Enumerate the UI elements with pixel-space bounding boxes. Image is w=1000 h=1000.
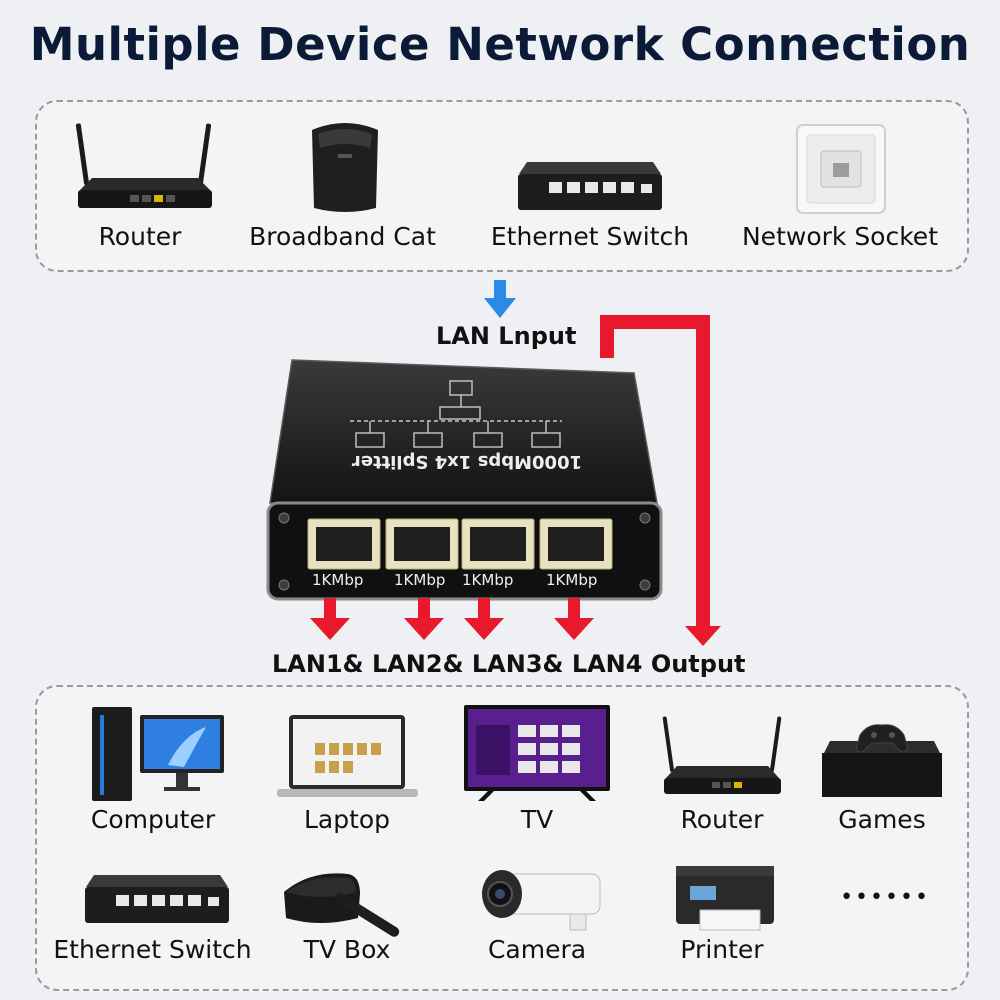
splitter-name: 1000Mbps 1x4 Splitter (351, 451, 583, 472)
input-arrow (484, 280, 516, 318)
modem-icon (312, 123, 378, 212)
output-camera-label: Camera (487, 935, 587, 964)
router-icon (75, 123, 212, 208)
input-switch (515, 160, 665, 215)
output-printer-label: Printer (680, 935, 764, 964)
output-games-label: Games (838, 805, 926, 834)
port-label-1: 1KMbp (312, 571, 364, 589)
output-laptop (275, 713, 420, 803)
output-printer (670, 858, 780, 936)
input-modem (300, 118, 390, 218)
laptop-icon (277, 715, 418, 797)
output-computer-label: Computer (90, 805, 216, 834)
output-games (818, 713, 946, 803)
game-console-icon (822, 724, 942, 797)
output-more: •••••• (835, 885, 935, 915)
output-switch-label: Ethernet Switch (53, 935, 252, 964)
input-router-label: Router (98, 222, 182, 251)
printer-icon (676, 866, 774, 931)
camera-icon (482, 870, 601, 931)
output-laptop-label: Laptop (303, 805, 391, 834)
splitter-device: 1000Mbps 1x4 Splitter 1KMbp 1KMbp 1KMbp … (262, 355, 667, 605)
router-icon (662, 716, 782, 794)
tv-icon (464, 705, 610, 801)
output-camera (470, 860, 605, 935)
lan-input-label: LAN Lnput (436, 322, 577, 350)
splitter-box (266, 359, 663, 601)
input-router (70, 118, 220, 218)
input-switch-label: Ethernet Switch (490, 222, 690, 251)
output-computer (88, 705, 228, 805)
output-arrows (310, 598, 594, 640)
bypass-arrow (600, 315, 721, 646)
page-title: Multiple Device Network Connection (29, 18, 971, 71)
switch-icon (85, 875, 229, 923)
computer-icon (92, 707, 224, 801)
input-modem-label: Broadband Cat (249, 222, 436, 251)
output-tvbox-label: TV Box (303, 935, 391, 964)
port-label-3: 1KMbp (462, 571, 514, 589)
switch-icon (518, 162, 662, 210)
lan-output-label: LAN1& LAN2& LAN3& LAN4 Output (272, 650, 746, 678)
output-router (660, 712, 785, 802)
wall-socket-icon (796, 124, 886, 214)
tv-box-icon (284, 873, 400, 937)
output-switch (82, 873, 232, 928)
input-socket (795, 123, 887, 215)
port-label-2: 1KMbp (394, 571, 446, 589)
input-socket-label: Network Socket (741, 222, 938, 251)
output-tvbox (280, 862, 415, 937)
more-icon: •••••• (840, 885, 930, 910)
port-label-4: 1KMbp (546, 571, 598, 589)
output-router-label: Router (680, 805, 764, 834)
output-tv-label: TV (520, 805, 554, 834)
output-tv (462, 703, 612, 803)
